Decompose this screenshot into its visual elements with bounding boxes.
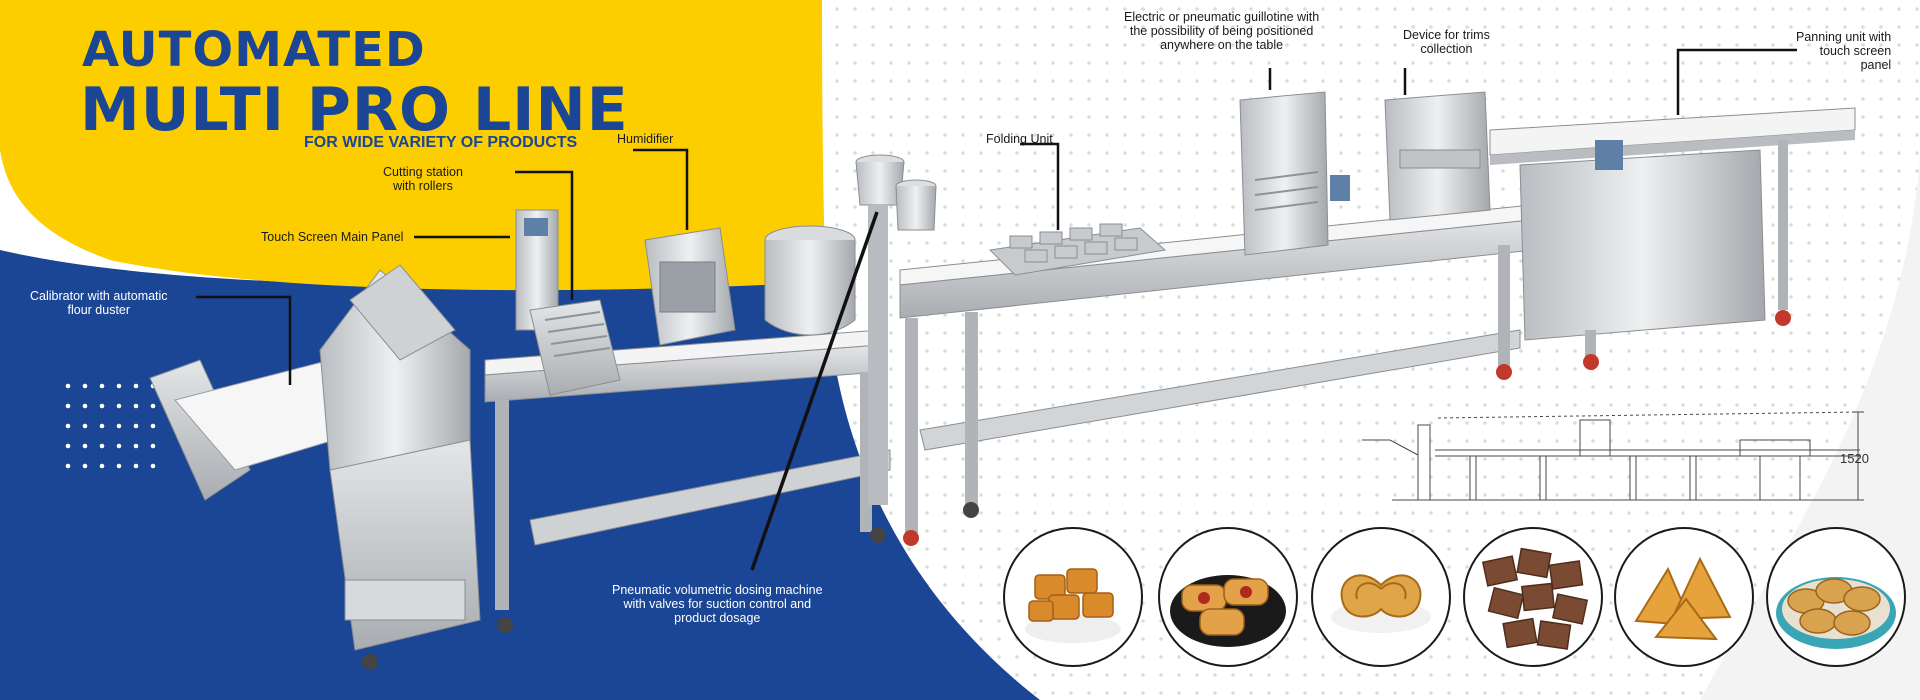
humidifier-machine xyxy=(644,227,736,346)
title-line-2: MULTI PRO LINE xyxy=(80,75,629,145)
cracker-icon xyxy=(1481,547,1589,650)
callout-folding-unit: Folding Unit xyxy=(986,132,1053,146)
product-thumb-puff-pastry xyxy=(1003,527,1143,667)
dimension-label: 1520 xyxy=(1840,451,1869,466)
callout-guillotine: Electric or pneumatic guillotine with th… xyxy=(1124,10,1320,52)
callout-lines xyxy=(196,48,1797,385)
pastry-bowl-icon xyxy=(1776,577,1896,649)
callout-trims-device: Device for trims collection xyxy=(1403,28,1490,56)
product-thumb-palmier xyxy=(1311,527,1451,667)
dosing-hoppers xyxy=(855,154,937,543)
mixing-drum xyxy=(764,225,856,336)
product-thumb-samosas xyxy=(1614,527,1754,667)
puff-pastry-icon xyxy=(1025,568,1121,643)
callout-cutting-station: Cutting station with rollers xyxy=(383,165,463,193)
callout-calibrator: Calibrator with automatic flour duster xyxy=(30,289,168,317)
trims-collection-machine xyxy=(1384,91,1491,221)
palmier-icon xyxy=(1331,574,1431,633)
product-thumb-crackers xyxy=(1463,527,1603,667)
yellow-shape xyxy=(0,0,826,291)
calibrator-machine xyxy=(149,264,513,670)
folding-unit-machine xyxy=(988,223,1167,276)
panning-unit-machine xyxy=(1489,107,1856,370)
title-line-1: AUTOMATED xyxy=(82,22,426,78)
callout-touch-screen-main: Touch Screen Main Panel xyxy=(261,230,404,244)
decor-dots xyxy=(65,383,156,469)
guillotine-machine xyxy=(1239,91,1350,256)
callout-humidifier: Humidifier xyxy=(617,132,674,146)
cutting-station xyxy=(529,299,621,396)
samosa-icon xyxy=(1634,556,1732,641)
callout-dosing-machine: Pneumatic volumetric dosing machine with… xyxy=(612,583,823,625)
product-thumb-pastries-bowl xyxy=(1766,527,1906,667)
filled-roll-icon xyxy=(1170,575,1286,647)
subtitle: FOR WIDE VARIETY OF PRODUCTS xyxy=(304,134,578,151)
callout-panning-unit: Panning unit with touch screen panel xyxy=(1796,30,1892,72)
product-thumb-filled-rolls xyxy=(1158,527,1298,667)
dosing-callout-line xyxy=(750,211,879,571)
